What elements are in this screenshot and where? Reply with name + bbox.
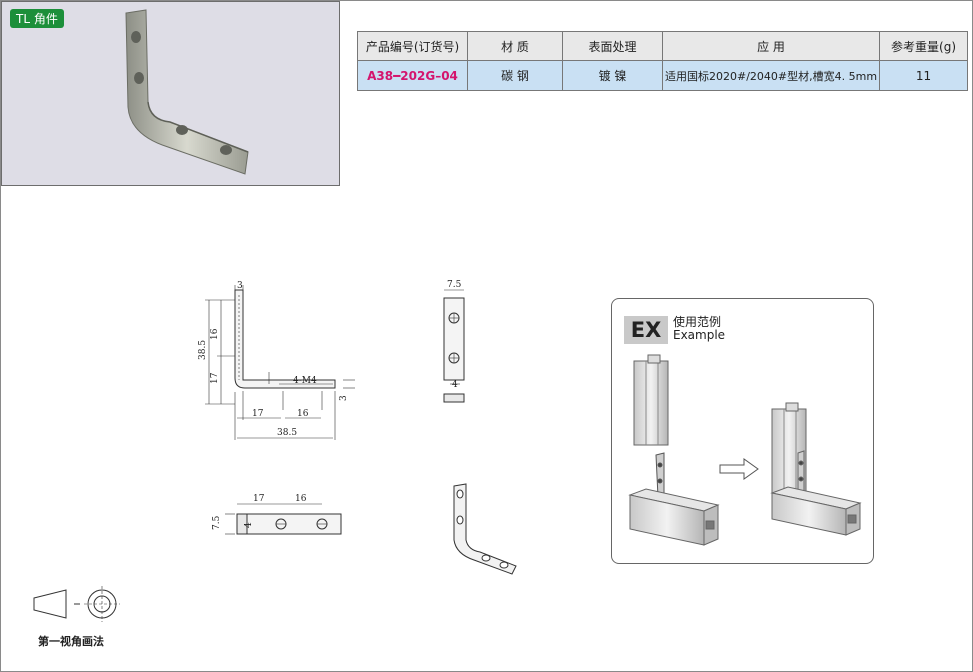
dim-front-top: 3 (237, 281, 243, 291)
dim-side-7-5: 7.5 (447, 280, 462, 290)
dim-bottom-7-5: 7.5 (212, 515, 222, 530)
front-view-drawing: 3 16 17 38.5 4-M4 3 17 16 38.5 (198, 281, 355, 440)
first-angle-projection-icon (33, 586, 120, 622)
spec-data-row: A38━202G–04 碳 钢 镀 镍 适用国标2020#/2040#型材,槽宽… (357, 60, 969, 91)
example-badge: EX (624, 316, 668, 344)
dim-bottom-17: 17 (253, 494, 265, 504)
cell-application: 适用国标2020#/2040#型材,槽宽4. 5mm (661, 60, 881, 91)
dim-bottom-4: 4 (244, 522, 254, 528)
example-illustration (628, 354, 862, 546)
dim-front-38-5h: 38.5 (277, 428, 297, 438)
isometric-sketch (453, 483, 517, 575)
spec-table: 产品编号(订货号) 材 质 表面处理 应 用 参考重量(g) A38━202G–… (357, 31, 969, 91)
header-weight: 参考重量(g) (879, 31, 969, 61)
product-tag: TL 角件 (10, 9, 64, 28)
cell-weight: 11 (879, 60, 969, 91)
bottom-view-drawing: 17 16 7.5 4 (212, 494, 342, 535)
header-surface: 表面处理 (562, 31, 663, 61)
dim-front-16h: 16 (297, 409, 309, 419)
dim-front-16: 16 (210, 328, 220, 340)
spec-header-row: 产品编号(订货号) 材 质 表面处理 应 用 参考重量(g) (357, 31, 969, 61)
product-photo (125, 9, 249, 175)
example-title: 使用范例 Example (673, 316, 725, 342)
projection-label: 第一视角画法 (38, 635, 104, 648)
side-view-drawing: 7.5 4 (443, 280, 465, 403)
example-title-en: Example (673, 328, 726, 342)
cell-material: 碳 钢 (467, 60, 563, 91)
example-box: EX 使用范例 Example (611, 298, 874, 564)
example-title-cn: 使用范例 (673, 315, 722, 329)
dim-side-4: 4 (452, 380, 458, 390)
dim-front-38-5v: 38.5 (198, 340, 208, 360)
header-application: 应 用 (661, 31, 881, 61)
dim-front-17v: 17 (210, 372, 220, 384)
header-code: 产品编号(订货号) (357, 31, 468, 61)
cell-code: A38━202G–04 (357, 60, 468, 91)
product-photo-panel: TL 角件 (1, 1, 340, 186)
dim-front-17h: 17 (252, 409, 264, 419)
dim-bottom-16: 16 (295, 494, 307, 504)
header-material: 材 质 (467, 31, 563, 61)
thread-spec: 4-M4 (293, 376, 317, 386)
dim-front-3-right: 3 (339, 395, 349, 401)
cell-surface: 镀 镍 (562, 60, 663, 91)
